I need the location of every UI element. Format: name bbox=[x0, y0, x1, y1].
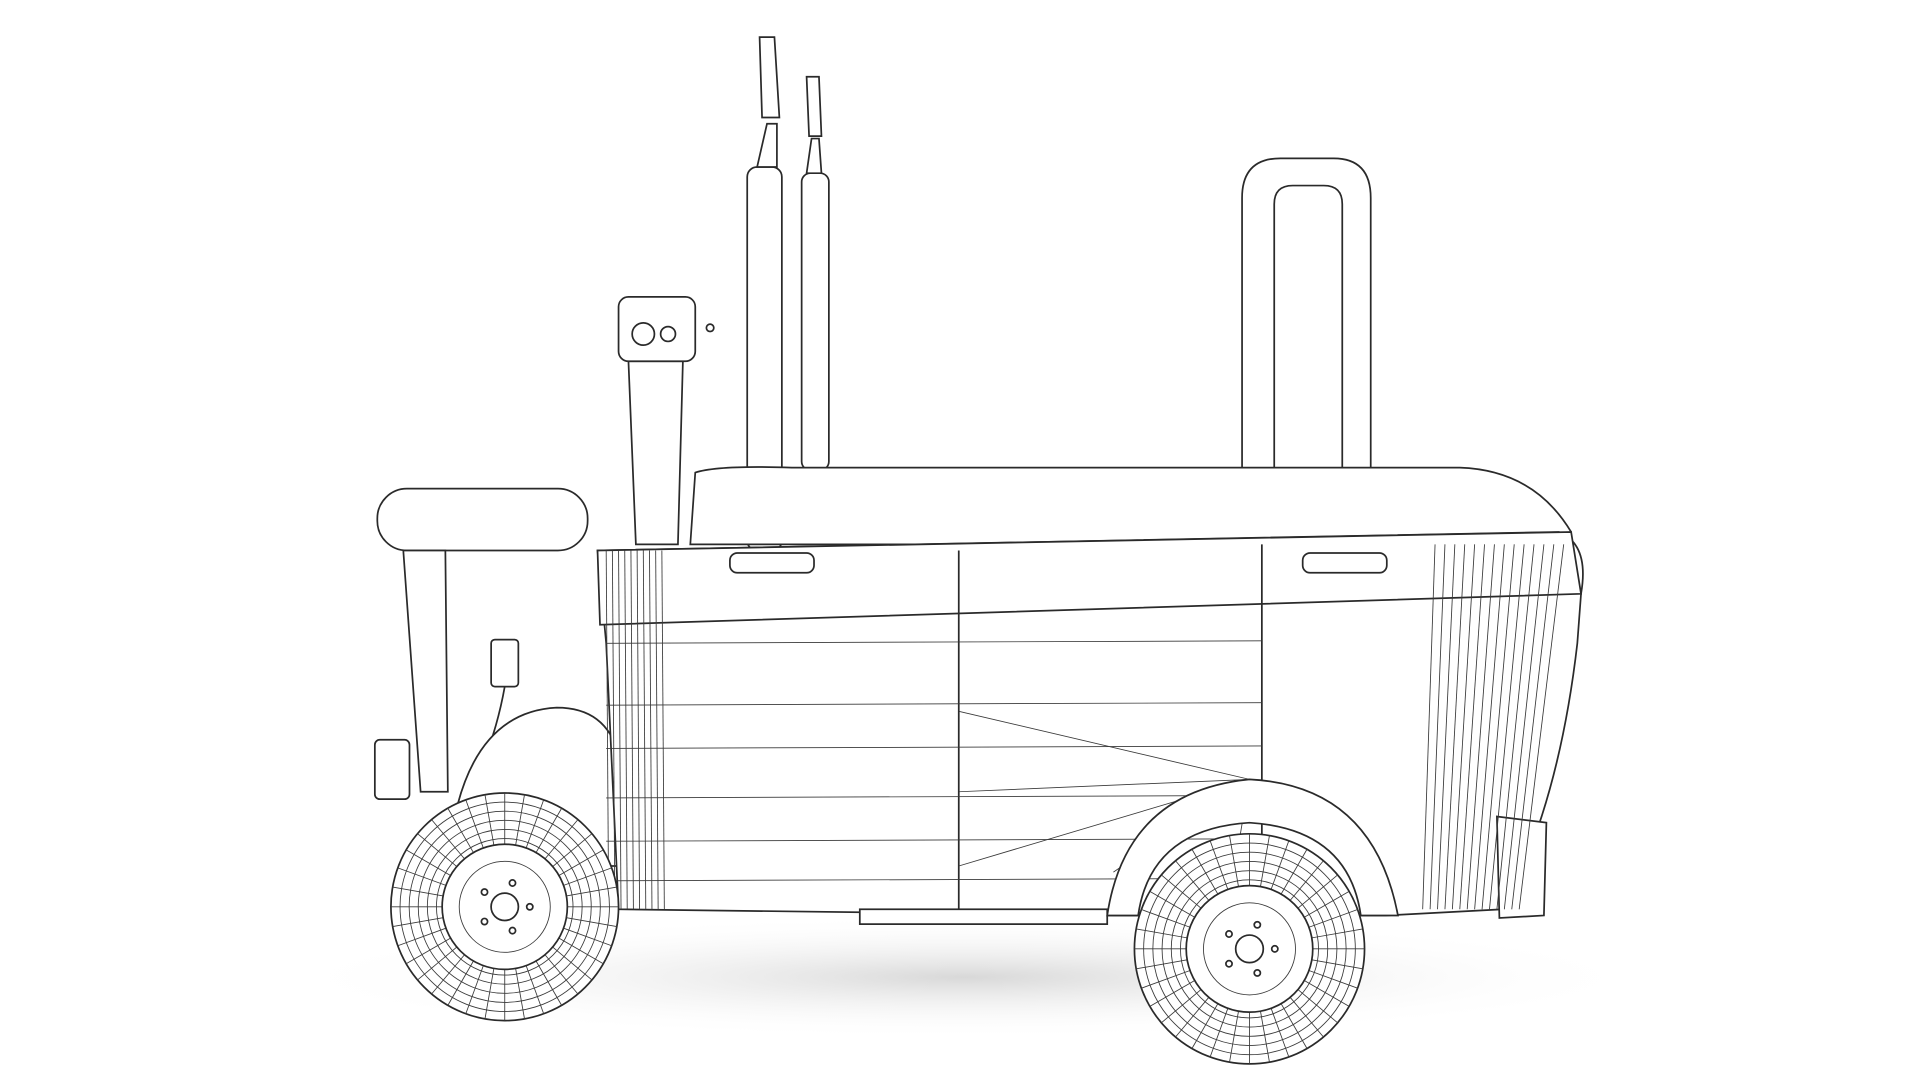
front-wheel bbox=[390, 792, 620, 1022]
seat bbox=[373, 487, 589, 801]
rear-wheel bbox=[1133, 832, 1366, 1065]
steering-column bbox=[617, 296, 715, 546]
cargo-body bbox=[596, 531, 1584, 925]
cargo-back-wall bbox=[689, 466, 1573, 546]
rear-fender bbox=[1106, 778, 1399, 917]
wheels bbox=[390, 792, 1366, 1065]
front-rails bbox=[746, 36, 830, 552]
